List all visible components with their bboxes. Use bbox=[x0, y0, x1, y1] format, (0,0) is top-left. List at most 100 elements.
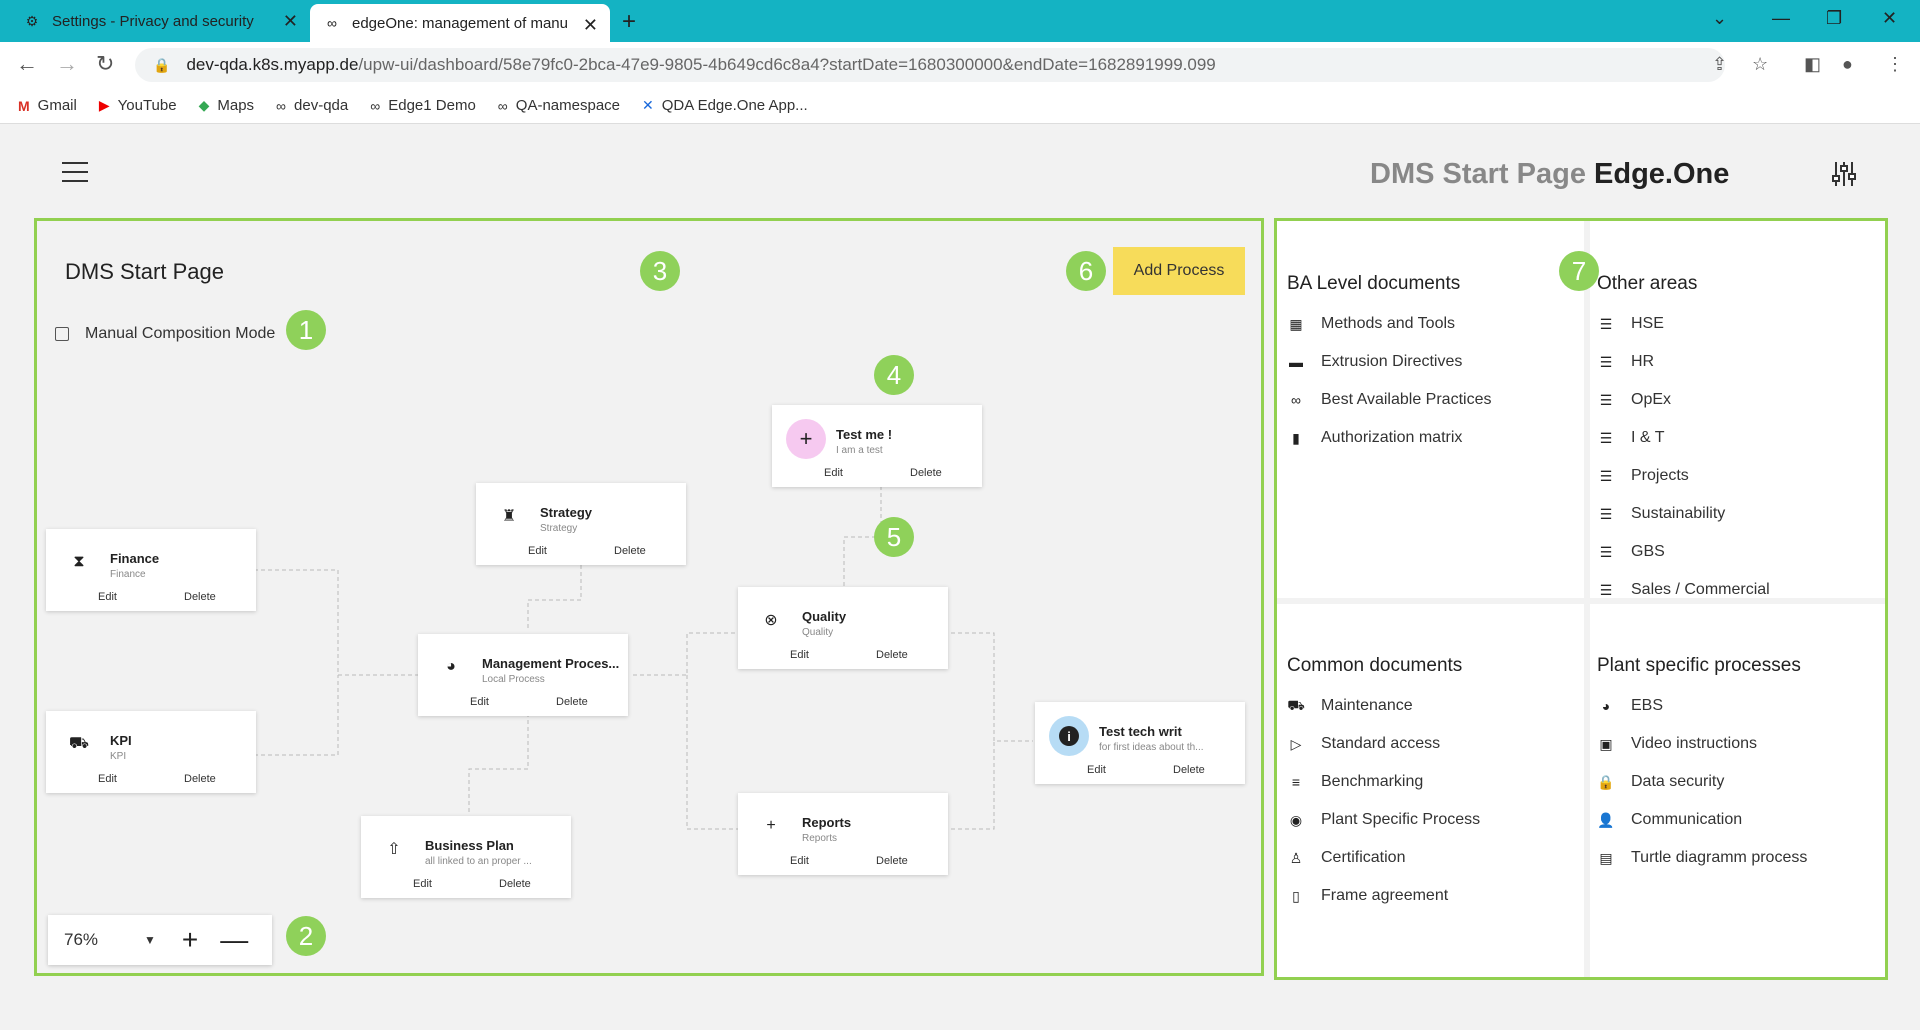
delete-link[interactable]: Delete bbox=[556, 696, 588, 708]
doc-link-turtle-diagramm[interactable]: ▤Turtle diagramm process bbox=[1597, 839, 1807, 877]
node-title: Test tech writ bbox=[1099, 724, 1182, 739]
restore-icon[interactable]: ❐ bbox=[1826, 8, 1843, 28]
forward-icon[interactable]: → bbox=[56, 51, 78, 76]
reload-icon[interactable]: ↻ bbox=[96, 51, 115, 76]
doc-link-plant-specific-process[interactable]: ◉Plant Specific Process bbox=[1287, 801, 1480, 839]
doc-link-data-security[interactable]: 🔒Data security bbox=[1597, 763, 1807, 801]
delete-link[interactable]: Delete bbox=[910, 467, 942, 479]
doc-link-hse[interactable]: ☰HSE bbox=[1597, 305, 1770, 343]
doc-link-benchmarking[interactable]: ≡Benchmarking bbox=[1287, 763, 1480, 801]
delete-link[interactable]: Delete bbox=[499, 878, 531, 890]
edit-link[interactable]: Edit bbox=[790, 649, 809, 661]
bookmark-youtube[interactable]: ▶YouTube bbox=[99, 97, 177, 114]
process-canvas[interactable]: DMS Start Page Manual Composition Mode A… bbox=[34, 218, 1264, 976]
process-node-test-tech-writ[interactable]: i Test tech writ for first ideas about t… bbox=[1035, 702, 1245, 784]
doc-link-extrusion-directives[interactable]: ▬Extrusion Directives bbox=[1287, 343, 1491, 381]
process-node-business-plan[interactable]: ⇧ Business Plan all linked to an proper … bbox=[361, 816, 571, 898]
doc-link-communication[interactable]: 👤Communication bbox=[1597, 801, 1807, 839]
doc-link-sustainability[interactable]: ☰Sustainability bbox=[1597, 495, 1770, 533]
info-icon: i bbox=[1049, 716, 1089, 756]
minimize-icon[interactable]: — bbox=[1772, 8, 1790, 28]
doc-link-opex[interactable]: ☰OpEx bbox=[1597, 381, 1770, 419]
delete-link[interactable]: Delete bbox=[876, 855, 908, 867]
bookmark-maps[interactable]: ◆Maps bbox=[199, 97, 254, 114]
edit-link[interactable]: Edit bbox=[790, 855, 809, 867]
delete-link[interactable]: Delete bbox=[614, 545, 646, 557]
add-process-button[interactable]: Add Process bbox=[1113, 247, 1245, 295]
window-close-icon[interactable]: ✕ bbox=[1882, 8, 1898, 28]
edit-link[interactable]: Edit bbox=[528, 545, 547, 557]
section-title: Other areas bbox=[1597, 273, 1698, 294]
list-icon: ☰ bbox=[1599, 353, 1613, 370]
star-icon[interactable]: ☆ bbox=[1752, 54, 1769, 74]
doc-link-video-instructions[interactable]: ▣Video instructions bbox=[1597, 725, 1807, 763]
profile-icon[interactable]: ● bbox=[1842, 54, 1853, 74]
doc-link-ebs[interactable]: ◕EBS bbox=[1597, 687, 1807, 725]
doc-link-certification[interactable]: ♙Certification bbox=[1287, 839, 1480, 877]
edit-link[interactable]: Edit bbox=[98, 773, 117, 785]
sliders-settings-icon[interactable] bbox=[1830, 160, 1858, 195]
node-subtitle: Quality bbox=[802, 627, 834, 638]
grid-icon: ▦ bbox=[1289, 315, 1303, 332]
doc-link-hr[interactable]: ☰HR bbox=[1597, 343, 1770, 381]
close-icon[interactable]: ✕ bbox=[282, 11, 298, 31]
doc-link-maintenance[interactable]: ⛟Maintenance bbox=[1287, 687, 1480, 725]
edit-link[interactable]: Edit bbox=[1087, 764, 1106, 776]
process-node-strategy[interactable]: ♜ Strategy Strategy Edit Delete bbox=[476, 483, 686, 565]
close-icon[interactable]: ✕ bbox=[582, 15, 598, 35]
share-icon[interactable]: ⇪ bbox=[1712, 54, 1728, 74]
manual-composition-mode[interactable]: Manual Composition Mode bbox=[55, 325, 275, 343]
delete-link[interactable]: Delete bbox=[184, 773, 216, 785]
doc-link-label: Methods and Tools bbox=[1321, 315, 1456, 332]
edit-link[interactable]: Edit bbox=[470, 696, 489, 708]
bookmark-qa-namespace[interactable]: ∞QA-namespace bbox=[498, 97, 620, 114]
process-node-test-me[interactable]: + Test me ! I am a test Edit Delete bbox=[772, 405, 982, 487]
bookmark-qda-edgeone[interactable]: ✕QDA Edge.One App... bbox=[642, 97, 808, 114]
process-node-reports[interactable]: + Reports Reports Edit Delete bbox=[738, 793, 948, 875]
doc-link-projects[interactable]: ☰Projects bbox=[1597, 457, 1770, 495]
delete-link[interactable]: Delete bbox=[184, 591, 216, 603]
process-node-kpi[interactable]: ⛟ KPI KPI Edit Delete bbox=[46, 711, 256, 793]
zoom-in-button[interactable]: + bbox=[181, 924, 199, 955]
new-tab-button[interactable]: + bbox=[622, 8, 637, 35]
more-menu-icon[interactable]: ⋮ bbox=[1886, 54, 1904, 74]
browser-tab-edgeone[interactable]: ∞ edgeOne: management of manu ✕ bbox=[310, 4, 610, 42]
doc-link-methods-tools[interactable]: ▦ Methods and Tools bbox=[1287, 305, 1491, 343]
process-node-finance[interactable]: ⧗ Finance Finance Edit Delete bbox=[46, 529, 256, 611]
doc-link-label: Projects bbox=[1631, 467, 1689, 484]
delete-link[interactable]: Delete bbox=[1173, 764, 1205, 776]
node-subtitle: I am a test bbox=[836, 445, 883, 456]
doc-link-authorization-matrix[interactable]: ▮Authorization matrix bbox=[1287, 419, 1491, 457]
zoom-select[interactable]: 76% bbox=[64, 930, 99, 949]
doc-link-gbs[interactable]: ☰GBS bbox=[1597, 533, 1770, 571]
caret-down-icon[interactable]: ▼ bbox=[144, 933, 156, 947]
ba-level-documents: BA Level documents ▦Methods and Tools ▬E… bbox=[1287, 273, 1491, 457]
browser-tab-settings[interactable]: ⚙ Settings - Privacy and security ✕ bbox=[10, 0, 310, 42]
doc-link-best-practices[interactable]: ∞Best Available Practices bbox=[1287, 381, 1491, 419]
edit-link[interactable]: Edit bbox=[98, 591, 117, 603]
hamburger-menu-icon[interactable] bbox=[62, 162, 88, 182]
delete-link[interactable]: Delete bbox=[876, 649, 908, 661]
gear-icon: ⚙ bbox=[25, 12, 39, 29]
sidepanel-icon[interactable]: ◧ bbox=[1804, 54, 1822, 74]
doc-link-it[interactable]: ☰I & T bbox=[1597, 419, 1770, 457]
node-subtitle: for first ideas about th... bbox=[1099, 742, 1204, 753]
process-node-management[interactable]: ◕ Management Proces... Local Process Edi… bbox=[418, 634, 628, 716]
edit-link[interactable]: Edit bbox=[413, 878, 432, 890]
doc-link-standard-access[interactable]: ▷Standard access bbox=[1287, 725, 1480, 763]
process-node-quality[interactable]: ⊗ Quality Quality Edit Delete bbox=[738, 587, 948, 669]
url-field[interactable]: 🔒 dev-qda.k8s.myapp.de/upw-ui/dashboard/… bbox=[135, 48, 1725, 82]
bookmark-dev-qda[interactable]: ∞dev-qda bbox=[276, 97, 348, 114]
tab-search-icon[interactable]: ⌄ bbox=[1712, 8, 1728, 28]
annotation-badge-7: 7 bbox=[1559, 251, 1599, 291]
edit-link[interactable]: Edit bbox=[824, 467, 843, 479]
doc-link-sales-commercial[interactable]: ☰Sales / Commercial bbox=[1597, 571, 1770, 609]
doc-link-frame-agreement[interactable]: ▯Frame agreement bbox=[1287, 877, 1480, 915]
doc-link-label: GBS bbox=[1631, 543, 1665, 560]
zoom-out-button[interactable]: — bbox=[220, 924, 249, 955]
back-icon[interactable]: ← bbox=[16, 51, 38, 76]
bookmark-edge1-demo[interactable]: ∞Edge1 Demo bbox=[370, 97, 476, 114]
manual-mode-checkbox[interactable] bbox=[55, 327, 69, 341]
link-icon: ∞ bbox=[1291, 392, 1301, 408]
